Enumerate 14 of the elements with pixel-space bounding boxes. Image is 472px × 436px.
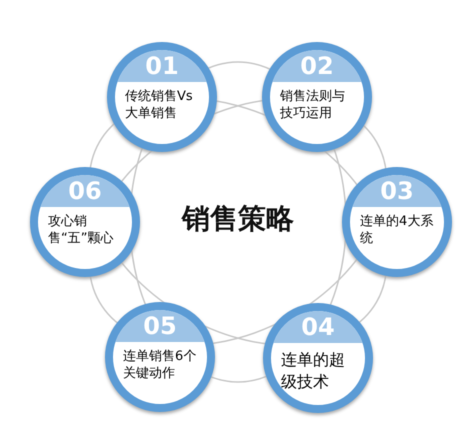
number-band: 03 xyxy=(350,175,444,207)
number-band: 04 xyxy=(271,311,365,343)
topic-text: 连单的4大系统 xyxy=(360,213,434,247)
number-band: 05 xyxy=(113,310,207,342)
number-band: 01 xyxy=(115,50,209,82)
topic-text: 连单的超级技术 xyxy=(281,349,346,393)
topic-text: 销售法则与技巧运用 xyxy=(280,88,346,122)
title-text: 销售策略 xyxy=(168,200,308,238)
topic-text: 攻心销售“五”颗心 xyxy=(48,213,114,247)
topic-text: 连单销售6个关键动作 xyxy=(123,348,198,382)
topic-text: 传统销售Vs大单销售 xyxy=(125,88,194,122)
number-band: 02 xyxy=(270,50,364,82)
topic-circle xyxy=(105,302,215,412)
number-band: 06 xyxy=(38,175,132,207)
